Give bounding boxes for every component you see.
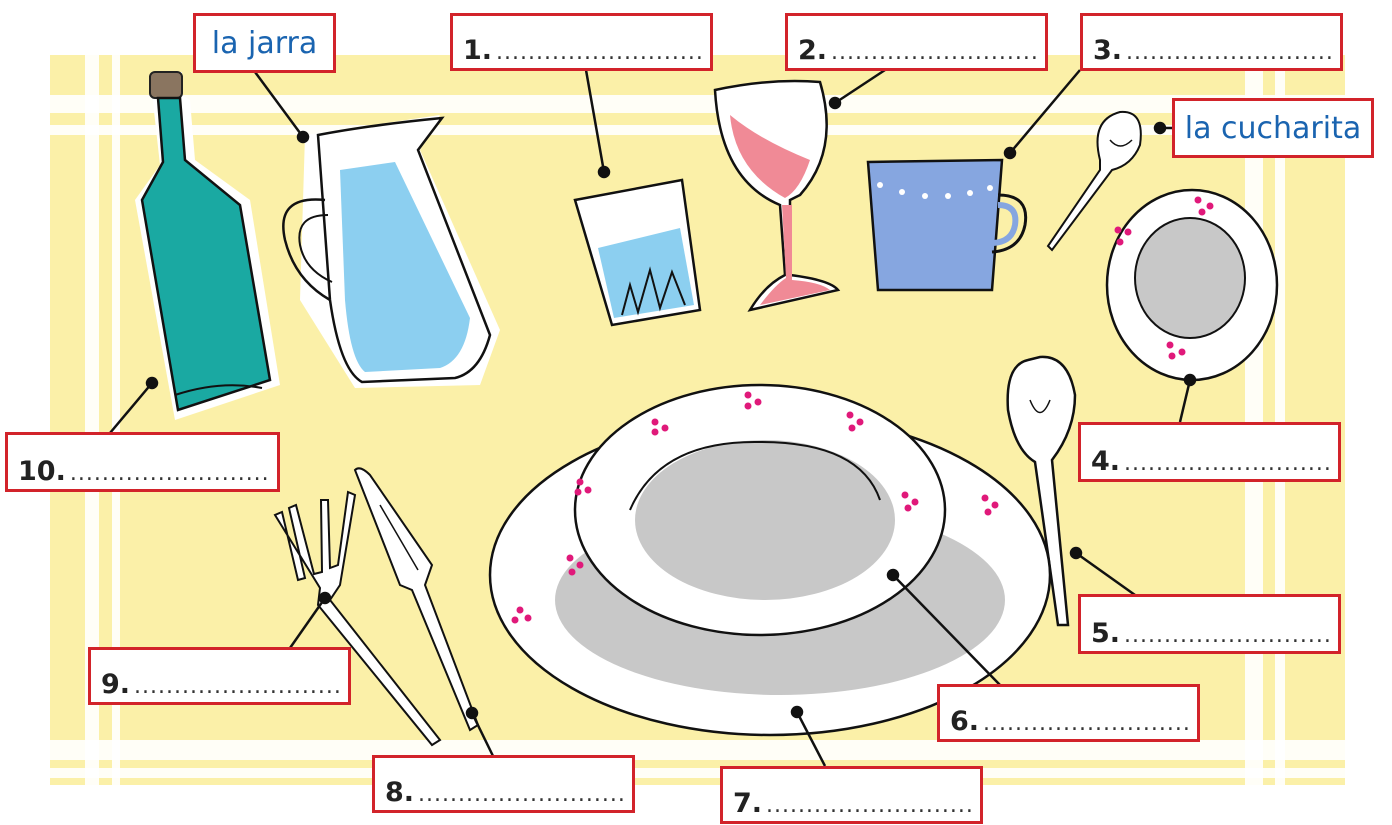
answer-box-5[interactable]: 5. ..............................: [1078, 594, 1341, 654]
answer-blank[interactable]: ..............................: [831, 42, 1037, 64]
answer-blank[interactable]: ..............................: [134, 676, 340, 698]
item-number: 9.: [101, 671, 130, 698]
saucer-icon: [1107, 190, 1277, 380]
answer-box-6[interactable]: 6. ..............................: [937, 684, 1200, 742]
item-number: 3.: [1093, 37, 1122, 64]
answer-blank[interactable]: ..............................: [496, 42, 702, 64]
label-la-jarra: la jarra: [193, 13, 336, 73]
label-la-cucharita: la cucharita: [1172, 98, 1374, 158]
item-number: 8.: [385, 779, 414, 806]
answer-box-7[interactable]: 7. ..............................: [720, 766, 983, 824]
answer-box-3[interactable]: 3. ..............................: [1080, 13, 1343, 71]
answer-blank[interactable]: ..............................: [1124, 625, 1330, 647]
answer-box-1[interactable]: 1. ..............................: [450, 13, 713, 71]
answer-box-10[interactable]: 10. ..............................: [5, 432, 280, 492]
answer-box-8[interactable]: 8. ..............................: [372, 755, 635, 813]
answer-box-9[interactable]: 9. ..............................: [88, 647, 351, 705]
item-number: 6.: [950, 708, 979, 735]
item-number: 5.: [1091, 620, 1120, 647]
answer-box-4[interactable]: 4. ..............................: [1078, 422, 1341, 482]
answer-blank[interactable]: ..............................: [70, 463, 269, 485]
answer-blank[interactable]: ..............................: [1126, 42, 1332, 64]
answer-blank[interactable]: ..............................: [1124, 453, 1330, 475]
answer-blank[interactable]: ..............................: [766, 795, 972, 817]
answer-blank[interactable]: ..............................: [983, 713, 1189, 735]
answer-blank[interactable]: ..............................: [418, 784, 624, 806]
item-number: 10.: [18, 458, 66, 485]
item-number: 1.: [463, 37, 492, 64]
item-number: 2.: [798, 37, 827, 64]
answer-box-2[interactable]: 2. ..............................: [785, 13, 1048, 71]
item-number: 4.: [1091, 448, 1120, 475]
item-number: 7.: [733, 790, 762, 817]
